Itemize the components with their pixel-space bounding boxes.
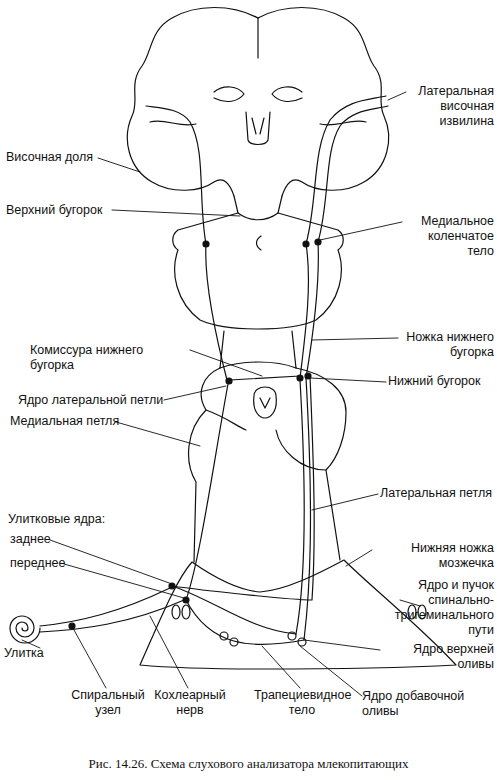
- superior-olive: [298, 638, 306, 646]
- fourth-ventricle: [254, 387, 277, 418]
- part-label: Латеральная петля: [380, 486, 494, 501]
- part-label: Комиссура нижнего бугорка: [30, 343, 190, 373]
- leader-line: [262, 646, 300, 688]
- part-label: Височная доля: [6, 150, 116, 165]
- cochlear-nerve: [40, 588, 184, 632]
- part-label: Медиальная петля: [10, 414, 130, 429]
- leader-line: [312, 338, 398, 340]
- leader-line: [64, 564, 184, 598]
- leader-line: [116, 422, 200, 446]
- leader-line: [190, 350, 262, 376]
- third-ventricle: [246, 112, 270, 145]
- spinal-trigeminal-nucleus: [172, 605, 180, 619]
- midbrain-section: [173, 196, 344, 329]
- brainstem-outline: [220, 331, 296, 368]
- part-label: Улитка: [4, 646, 64, 661]
- leader-line: [98, 158, 140, 172]
- leader-line: [312, 494, 378, 510]
- part-label: Трапециевидное тело: [254, 688, 350, 718]
- leader-line: [164, 386, 226, 400]
- trapezoid-fibers: [172, 586, 304, 644]
- part-label: Ядро верхней оливы: [378, 642, 494, 672]
- part-label: Нижняя ножка мозжечка: [372, 541, 494, 571]
- brachium-inferior-colliculus: [300, 242, 318, 378]
- left-hemisphere: [127, 8, 258, 197]
- nucleus-dot: [226, 378, 232, 384]
- leader-line: [310, 378, 386, 382]
- leader-line: [150, 616, 188, 688]
- part-label: Ядро добавочной оливы: [362, 689, 496, 719]
- cerebral-aqueduct: [257, 236, 262, 250]
- part-label: Ножка нижнего бугорка: [398, 330, 494, 360]
- lateral-sulcus: [150, 121, 366, 125]
- spiral-ganglion: [69, 623, 75, 629]
- right-hemisphere: [258, 8, 389, 197]
- auditory-radiation: [146, 106, 206, 244]
- nucleus-dot: [297, 375, 303, 381]
- part-label: Спиральный узел: [66, 688, 150, 718]
- leader-line: [400, 600, 420, 606]
- spinal-trigeminal-nucleus: [182, 605, 190, 619]
- part-label: Нижний бугорок: [388, 374, 494, 389]
- part-label: заднее: [10, 532, 70, 547]
- part-label: Ядро латеральной петли: [18, 393, 178, 408]
- superior-colliculus: [238, 213, 278, 220]
- part-label: Верхний бугорок: [6, 203, 126, 218]
- leader-line: [346, 550, 372, 566]
- pons-outline: [189, 368, 346, 562]
- leader-line: [112, 210, 240, 216]
- part-label: Латеральная височная извилина: [406, 84, 494, 129]
- nucleus-dot: [303, 241, 309, 247]
- colliculus-commissure: [230, 376, 300, 380]
- auditory-radiation: [306, 96, 388, 244]
- leader-line: [320, 222, 402, 240]
- part-label: переднее: [10, 556, 80, 571]
- part-label: Улитковые ядра:: [8, 512, 158, 527]
- nucleus-dot: [203, 241, 209, 247]
- leader-line: [304, 640, 380, 650]
- lateral-ventricle: [214, 87, 302, 102]
- lateral-lemniscus: [172, 376, 314, 640]
- left-pathway: [186, 244, 228, 600]
- figure-caption: Рис. 14.26. Схема слухового анализатора …: [0, 756, 497, 772]
- part-label: Ядро и пучок спинально-тригеминального п…: [380, 578, 494, 638]
- fourth-ventricle: [260, 398, 270, 408]
- cochlea: [10, 616, 40, 643]
- leader-line: [74, 630, 106, 688]
- part-label: Кохлеарный нерв: [148, 688, 232, 718]
- longitudinal-fissure: [257, 18, 258, 58]
- part-label: Медиальное коленчатое тело: [402, 214, 494, 259]
- leader-line: [388, 92, 406, 100]
